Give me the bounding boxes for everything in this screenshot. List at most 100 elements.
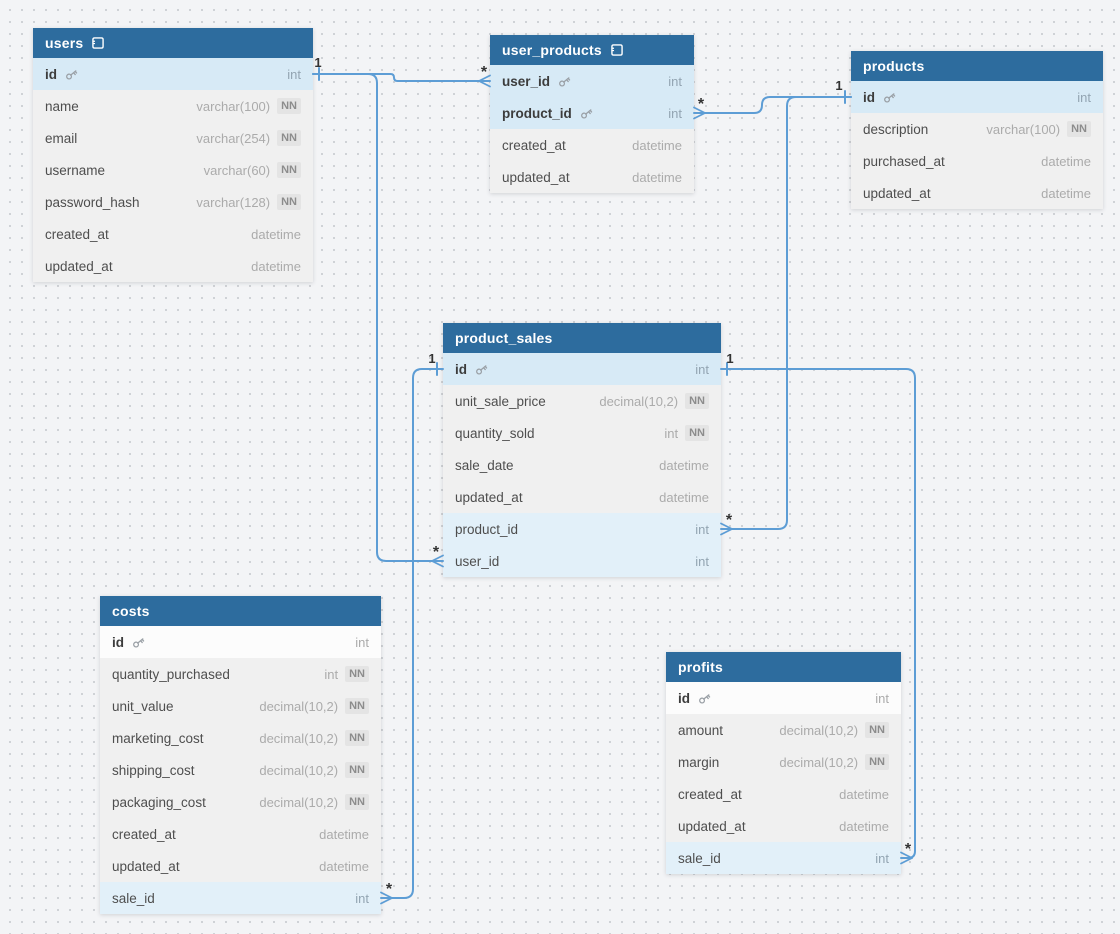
field-type: decimal(10,2): [779, 722, 859, 738]
note-icon[interactable]: [610, 43, 624, 57]
table-header[interactable]: products: [851, 51, 1103, 81]
field-name: email: [45, 130, 78, 146]
relationship-product_sales-product_id--products-id[interactable]: *: [720, 96, 852, 536]
relationship-user_products-product_id--products-id[interactable]: *1: [693, 78, 852, 120]
relationship-users-id--product_sales-user_id[interactable]: *: [312, 73, 444, 568]
field-type: datetime: [659, 489, 709, 505]
not-null-badge: NN: [345, 762, 369, 778]
note-icon[interactable]: [91, 36, 105, 50]
field-type: int: [287, 66, 301, 82]
field-type: datetime: [319, 858, 369, 874]
field-type: int: [695, 553, 709, 569]
relationship-users-id--user_products-user_id[interactable]: 1*: [312, 55, 491, 88]
table-header[interactable]: product_sales: [443, 323, 721, 353]
field-type: int: [355, 890, 369, 906]
key-icon: [557, 74, 572, 89]
field-name: product_id: [455, 521, 519, 537]
field-row-user_products-updated_at[interactable]: updated_at datetime: [490, 161, 694, 193]
field-name: quantity_purchased: [112, 666, 230, 682]
field-type: decimal(10,2): [259, 698, 339, 714]
table-title: user_products: [502, 42, 602, 58]
table-header[interactable]: profits: [666, 652, 901, 682]
field-name: sale_id: [678, 850, 721, 866]
not-null-badge: NN: [345, 698, 369, 714]
field-name: updated_at: [502, 169, 570, 185]
cardinality-label: *: [481, 64, 488, 81]
field-row-costs-sale_id[interactable]: sale_id int: [100, 882, 381, 914]
not-null-badge: NN: [277, 194, 301, 210]
field-type: int: [695, 521, 709, 537]
cardinality-label: *: [726, 512, 733, 529]
field-type: datetime: [632, 169, 682, 185]
key-icon: [474, 362, 489, 377]
field-name: purchased_at: [863, 153, 945, 169]
field-name: created_at: [502, 137, 566, 153]
cardinality-label: 1: [314, 55, 321, 70]
field-type: int: [875, 690, 889, 706]
not-null-badge: NN: [345, 666, 369, 682]
field-name: sale_id: [112, 890, 155, 906]
table-header[interactable]: users: [33, 28, 313, 58]
relationship-product_sales-id--costs-sale_id[interactable]: 1*: [380, 351, 444, 905]
table-header[interactable]: user_products: [490, 35, 694, 65]
field-row-product_sales-product_id[interactable]: product_id int: [443, 513, 721, 545]
not-null-badge: NN: [685, 393, 709, 409]
field-type: int: [324, 666, 339, 682]
field-name: created_at: [678, 786, 742, 802]
cardinality-label: *: [698, 96, 705, 113]
field-name: packaging_cost: [112, 794, 206, 810]
field-type: decimal(10,2): [259, 730, 339, 746]
field-type: int: [695, 361, 709, 377]
not-null-badge: NN: [345, 794, 369, 810]
field-name: quantity_sold: [455, 425, 535, 441]
key-icon: [697, 691, 712, 706]
field-row-costs-quantity_purchased[interactable]: quantity_purchased int NN: [100, 658, 381, 690]
field-name: shipping_cost: [112, 762, 195, 778]
field-type: int: [664, 425, 679, 441]
field-name: margin: [678, 754, 720, 770]
table-header[interactable]: costs: [100, 596, 381, 626]
field-name: password_hash: [45, 194, 140, 210]
cardinality-label: 1: [726, 351, 733, 366]
